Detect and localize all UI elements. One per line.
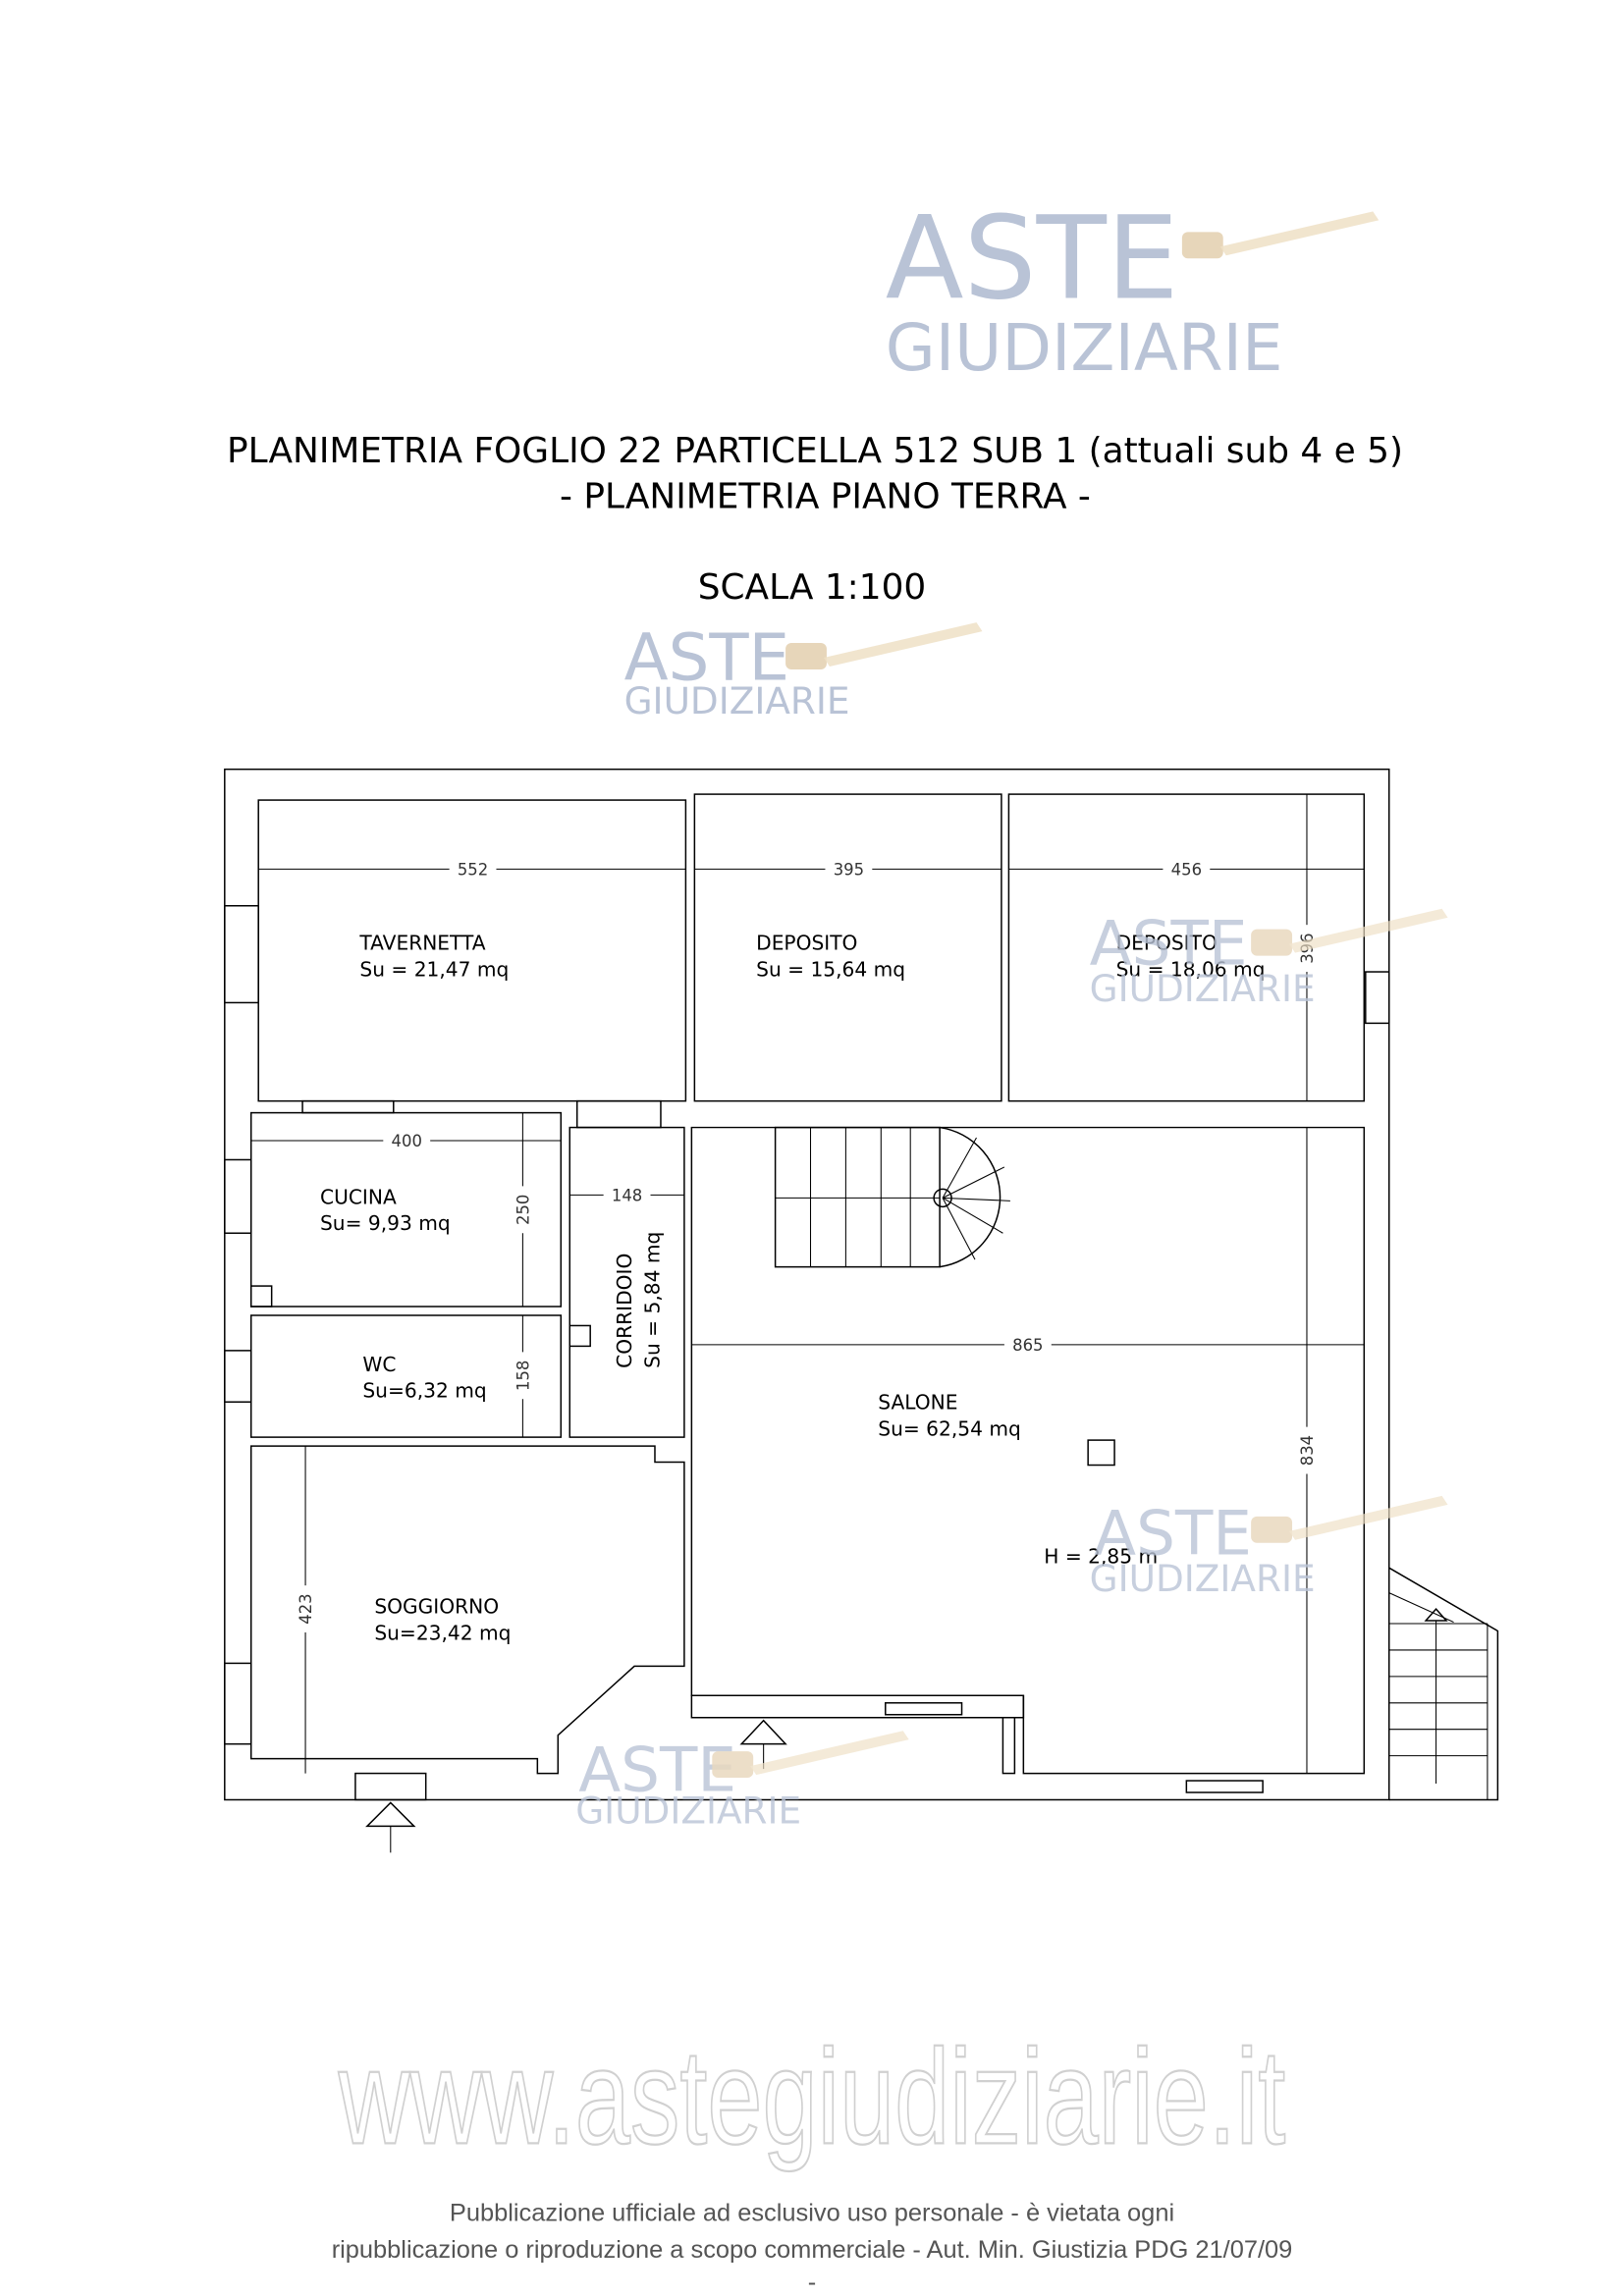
- svg-text:SALONE: SALONE: [878, 1391, 957, 1415]
- footer-line-3: -: [808, 2269, 816, 2296]
- svg-text:ASTE: ASTE: [1094, 1498, 1252, 1570]
- svg-text:GIUDIZIARIE: GIUDIZIARIE: [1090, 1557, 1316, 1600]
- svg-text:Su=23,42 mq: Su=23,42 mq: [374, 1621, 511, 1644]
- room-deposito-1: [693, 793, 1002, 1102]
- room-deposito-2: [1007, 793, 1366, 1102]
- svg-text:Su=6,32 mq: Su=6,32 mq: [362, 1379, 486, 1403]
- watermark-logo-small: ASTE GIUDIZIARIE: [624, 619, 983, 722]
- floor-plan: 552 395 456 400 148 865 396 250 158 423 …: [224, 768, 1499, 1853]
- page-subtitle: - PLANIMETRIA PIANO TERRA -: [560, 476, 1091, 516]
- pillar: [1087, 1439, 1115, 1467]
- svg-text:158: 158: [514, 1361, 532, 1391]
- svg-text:GIUDIZIARIE: GIUDIZIARIE: [624, 679, 850, 722]
- svg-text:CUCINA: CUCINA: [320, 1185, 397, 1208]
- svg-text:SOGGIORNO: SOGGIORNO: [374, 1595, 499, 1619]
- svg-text:Su = 21,47 mq: Su = 21,47 mq: [359, 958, 509, 982]
- svg-text:Su = 15,64 mq: Su = 15,64 mq: [756, 958, 905, 982]
- svg-text:395: 395: [834, 860, 864, 879]
- watermark-website: www.astegiudiziarie.it: [338, 2021, 1285, 2172]
- scale-label: SCALA 1:100: [698, 567, 927, 608]
- svg-text:DEPOSITO: DEPOSITO: [756, 932, 857, 955]
- svg-text:GIUDIZIARIE: GIUDIZIARIE: [575, 1789, 801, 1832]
- svg-text:DEPOSITO: DEPOSITO: [1116, 932, 1218, 955]
- svg-text:Su = 5,84 mq: Su = 5,84 mq: [640, 1232, 664, 1368]
- svg-text:250: 250: [514, 1195, 532, 1225]
- svg-text:Su= 9,93 mq: Su= 9,93 mq: [320, 1211, 451, 1235]
- svg-text:148: 148: [612, 1186, 642, 1204]
- svg-text:552: 552: [458, 860, 488, 879]
- svg-text:GIUDIZIARIE: GIUDIZIARIE: [1090, 967, 1316, 1010]
- watermark-logo-plan: ASTE GIUDIZIARIE ASTE GIUDIZIARIE ASTE G…: [575, 908, 1448, 1832]
- svg-text:ASTE: ASTE: [886, 192, 1179, 326]
- height-note: H = 2,85 m: [1044, 1545, 1158, 1569]
- svg-text:865: 865: [1012, 1336, 1043, 1355]
- svg-text:Su= 62,54 mq: Su= 62,54 mq: [878, 1417, 1021, 1441]
- svg-text:Su = 18,06 mq: Su = 18,06 mq: [1116, 958, 1266, 982]
- svg-text:834: 834: [1298, 1435, 1317, 1466]
- staircase: [774, 1126, 1010, 1268]
- room-labels: TAVERNETTA Su = 21,47 mq DEPOSITO Su = 15,…: [320, 932, 1265, 1645]
- svg-text:423: 423: [297, 1593, 315, 1624]
- svg-text:ASTE: ASTE: [624, 619, 790, 695]
- svg-text:ASTE: ASTE: [578, 1735, 736, 1806]
- external-staircase: [1388, 1567, 1499, 1801]
- svg-text:TAVERNETTA: TAVERNETTA: [358, 932, 485, 955]
- room-soggiorno: [249, 1445, 685, 1775]
- footer-line-2: ripubblicazione o riproduzione a scopo c…: [332, 2236, 1293, 2264]
- watermark-logo-top: ASTE GIUDIZIARIE: [886, 192, 1380, 386]
- svg-text:WC: WC: [362, 1353, 396, 1376]
- svg-text:400: 400: [392, 1132, 422, 1150]
- footer-line-1: Pubblicazione ufficiale ad esclusivo uso…: [450, 2200, 1174, 2227]
- svg-text:456: 456: [1171, 860, 1202, 879]
- page-title: PLANIMETRIA FOGLIO 22 PARTICELLA 512 SUB…: [227, 431, 1403, 471]
- svg-text:ASTE: ASTE: [1090, 908, 1248, 980]
- svg-text:CORRIDOIO: CORRIDOIO: [613, 1254, 636, 1368]
- entrance-arrow-icon: [365, 1801, 416, 1853]
- svg-text:GIUDIZIARIE: GIUDIZIARIE: [886, 310, 1283, 386]
- room-salone: [690, 1126, 1366, 1775]
